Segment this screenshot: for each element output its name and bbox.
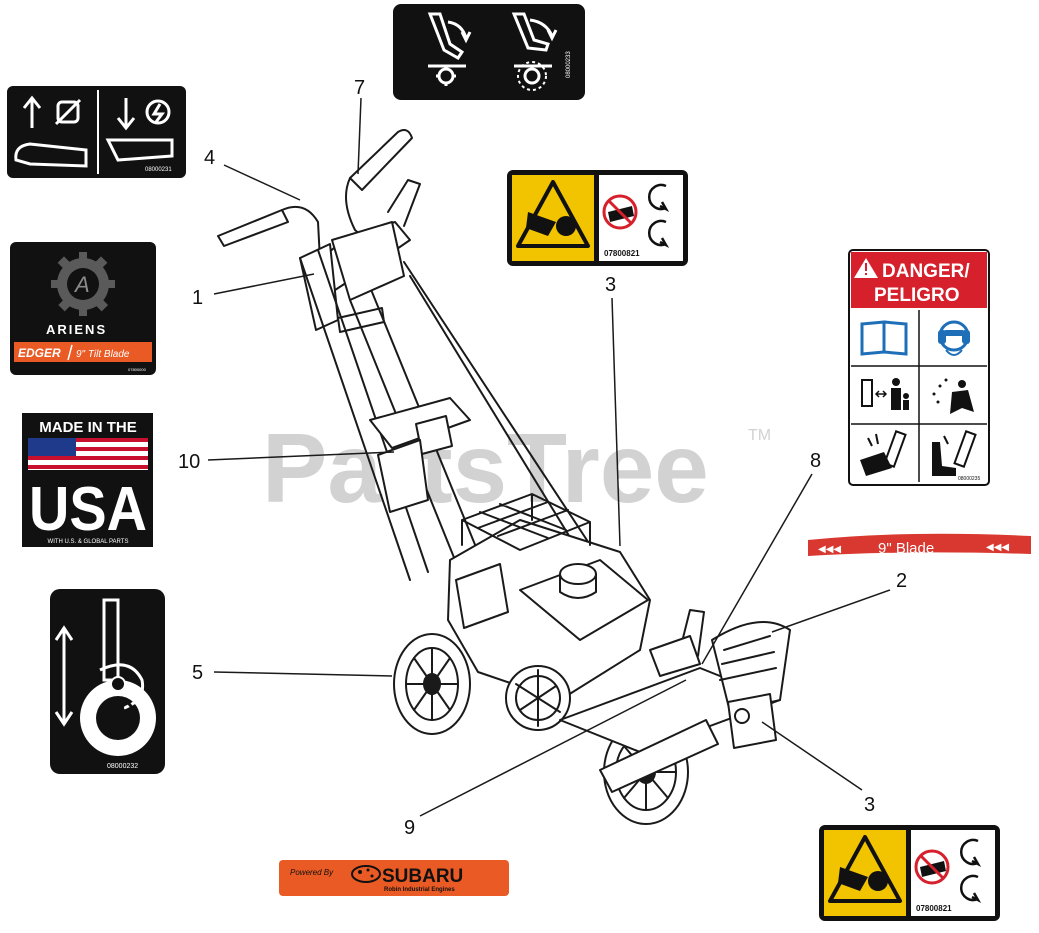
engine-cage — [461, 493, 591, 551]
callout-3a: 3 — [605, 274, 616, 296]
watermark-tm: TM — [748, 427, 771, 444]
ariens-product-bar — [14, 342, 152, 362]
subaru-sub: Robin Industrial Engines — [384, 887, 455, 893]
leader-7 — [357, 97, 362, 175]
depth-adjust-decal: 08000232 — [50, 589, 165, 774]
leader-8 — [701, 473, 813, 665]
us-flag-icon — [28, 438, 148, 470]
gear-icon-dashed — [514, 61, 552, 91]
warning-decal-top: 07800821 — [507, 170, 688, 266]
danger-title1: DANGER/ — [882, 261, 970, 282]
warning-decal-bottom: 07800821 — [819, 825, 1000, 921]
leader-9 — [419, 679, 687, 817]
blade-housing — [727, 693, 777, 749]
callout-8: 8 — [810, 450, 821, 472]
leader-1 — [213, 273, 315, 295]
throttle-decal: 08000231 — [7, 86, 186, 178]
arrow-down-icon — [116, 98, 136, 131]
leader-10 — [207, 451, 395, 461]
engine-run-icon — [145, 99, 171, 125]
tilt-decal-code: 08000233 — [566, 51, 572, 78]
watermark: PartsTree TM — [262, 413, 771, 523]
right-handle-grip — [349, 129, 413, 191]
tilt-up-icon — [427, 12, 472, 60]
tilt-down-icon — [511, 12, 558, 52]
subaru-decal: Powered By SUBARU Robin Industrial Engin… — [279, 860, 509, 896]
throttle-lever-up — [14, 142, 88, 168]
arrow-up-icon — [22, 95, 42, 128]
ariens-logo-icon: A — [51, 252, 115, 316]
manual-icon — [860, 320, 908, 356]
callout-labels: 1 2 3 3 4 5 7 8 9 10 — [178, 77, 907, 839]
danger-triangle-icon — [854, 258, 878, 278]
engine-stop-icon — [54, 98, 82, 126]
leader-4 — [223, 164, 301, 201]
blade-guard — [711, 621, 791, 713]
usa-line1: MADE IN THE — [39, 419, 137, 436]
subaru-brand: SUBARU — [382, 866, 463, 887]
leader-lines — [207, 97, 891, 817]
watermark-text: PartsTree — [262, 413, 709, 523]
svg-text:A: A — [73, 272, 90, 297]
warning-bottom-code: 07800821 — [916, 904, 952, 913]
foot-blade-icon — [932, 430, 977, 476]
throttle-decal-code: 08000231 — [145, 167, 172, 173]
danger-decal-code: 08000235 — [958, 476, 980, 482]
callout-3b: 3 — [864, 794, 875, 816]
tilt-lever — [387, 179, 421, 227]
ariens-product-sub: 9" Tilt Blade — [76, 349, 130, 360]
handle-shaft-left — [299, 249, 429, 581]
callout-4: 4 — [204, 147, 215, 169]
blade-arrows-right: ◀◀◀ — [986, 542, 1009, 553]
leader-5 — [213, 671, 393, 677]
callout-5: 5 — [192, 662, 203, 684]
double-arrow-icon — [54, 625, 74, 727]
rotation-icon — [648, 183, 670, 248]
danger-decal: DANGER/ PELIGRO — [848, 249, 990, 486]
made-in-usa-decal: MADE IN THE USA WITH U.S. & GLOBAL PARTS — [22, 413, 153, 547]
ariens-decal: A ARIENS EDGER 9" Tilt Blade 07800000 — [10, 242, 156, 375]
ariens-decal-code: 07800000 — [128, 367, 147, 372]
wheel-adjust-icon — [80, 598, 156, 756]
throttle-lever-down — [105, 138, 174, 162]
warning-belt-icon — [828, 835, 902, 903]
subaru-powered-by: Powered By — [290, 868, 334, 877]
left-handle-grip — [217, 209, 289, 247]
callout-2: 2 — [896, 570, 907, 592]
usa-line3: WITH U.S. & GLOBAL PARTS — [48, 539, 129, 545]
rotation-icon — [960, 838, 982, 903]
leader-3b — [761, 721, 863, 791]
usa-line2: USA — [29, 475, 147, 544]
hand-blade-icon — [860, 430, 907, 476]
warning-belt-icon — [516, 180, 590, 248]
subaru-logo-icon — [351, 865, 381, 883]
callout-7: 7 — [354, 77, 365, 99]
ariens-brand: ARIENS — [46, 322, 107, 337]
callout-9: 9 — [404, 817, 415, 839]
depth-decal-code: 08000232 — [107, 763, 138, 770]
warning-top-code: 07800821 — [604, 249, 640, 258]
keep-distance-icon — [861, 378, 909, 410]
blade-arrows-left: ◀◀◀ — [818, 544, 841, 555]
fuel-cap — [559, 563, 597, 585]
edger-machine — [217, 129, 791, 825]
danger-title2: PELIGRO — [874, 285, 960, 306]
gear-icon — [428, 64, 466, 86]
blade-text: 9" Blade — [878, 540, 934, 557]
blade-decal: ◀◀◀ 9" Blade ◀◀◀ — [808, 533, 1031, 557]
callout-1: 1 — [192, 287, 203, 309]
leader-2 — [771, 589, 891, 633]
ear-eye-protection-icon — [938, 320, 970, 356]
no-hands-icon — [914, 849, 950, 885]
callout-10: 10 — [178, 451, 200, 473]
no-hands-icon — [602, 194, 638, 230]
ariens-product: EDGER — [18, 346, 61, 360]
leader-3a — [611, 297, 621, 547]
tilt-decal: 08000233 — [393, 4, 585, 100]
thrown-object-icon — [932, 378, 974, 414]
